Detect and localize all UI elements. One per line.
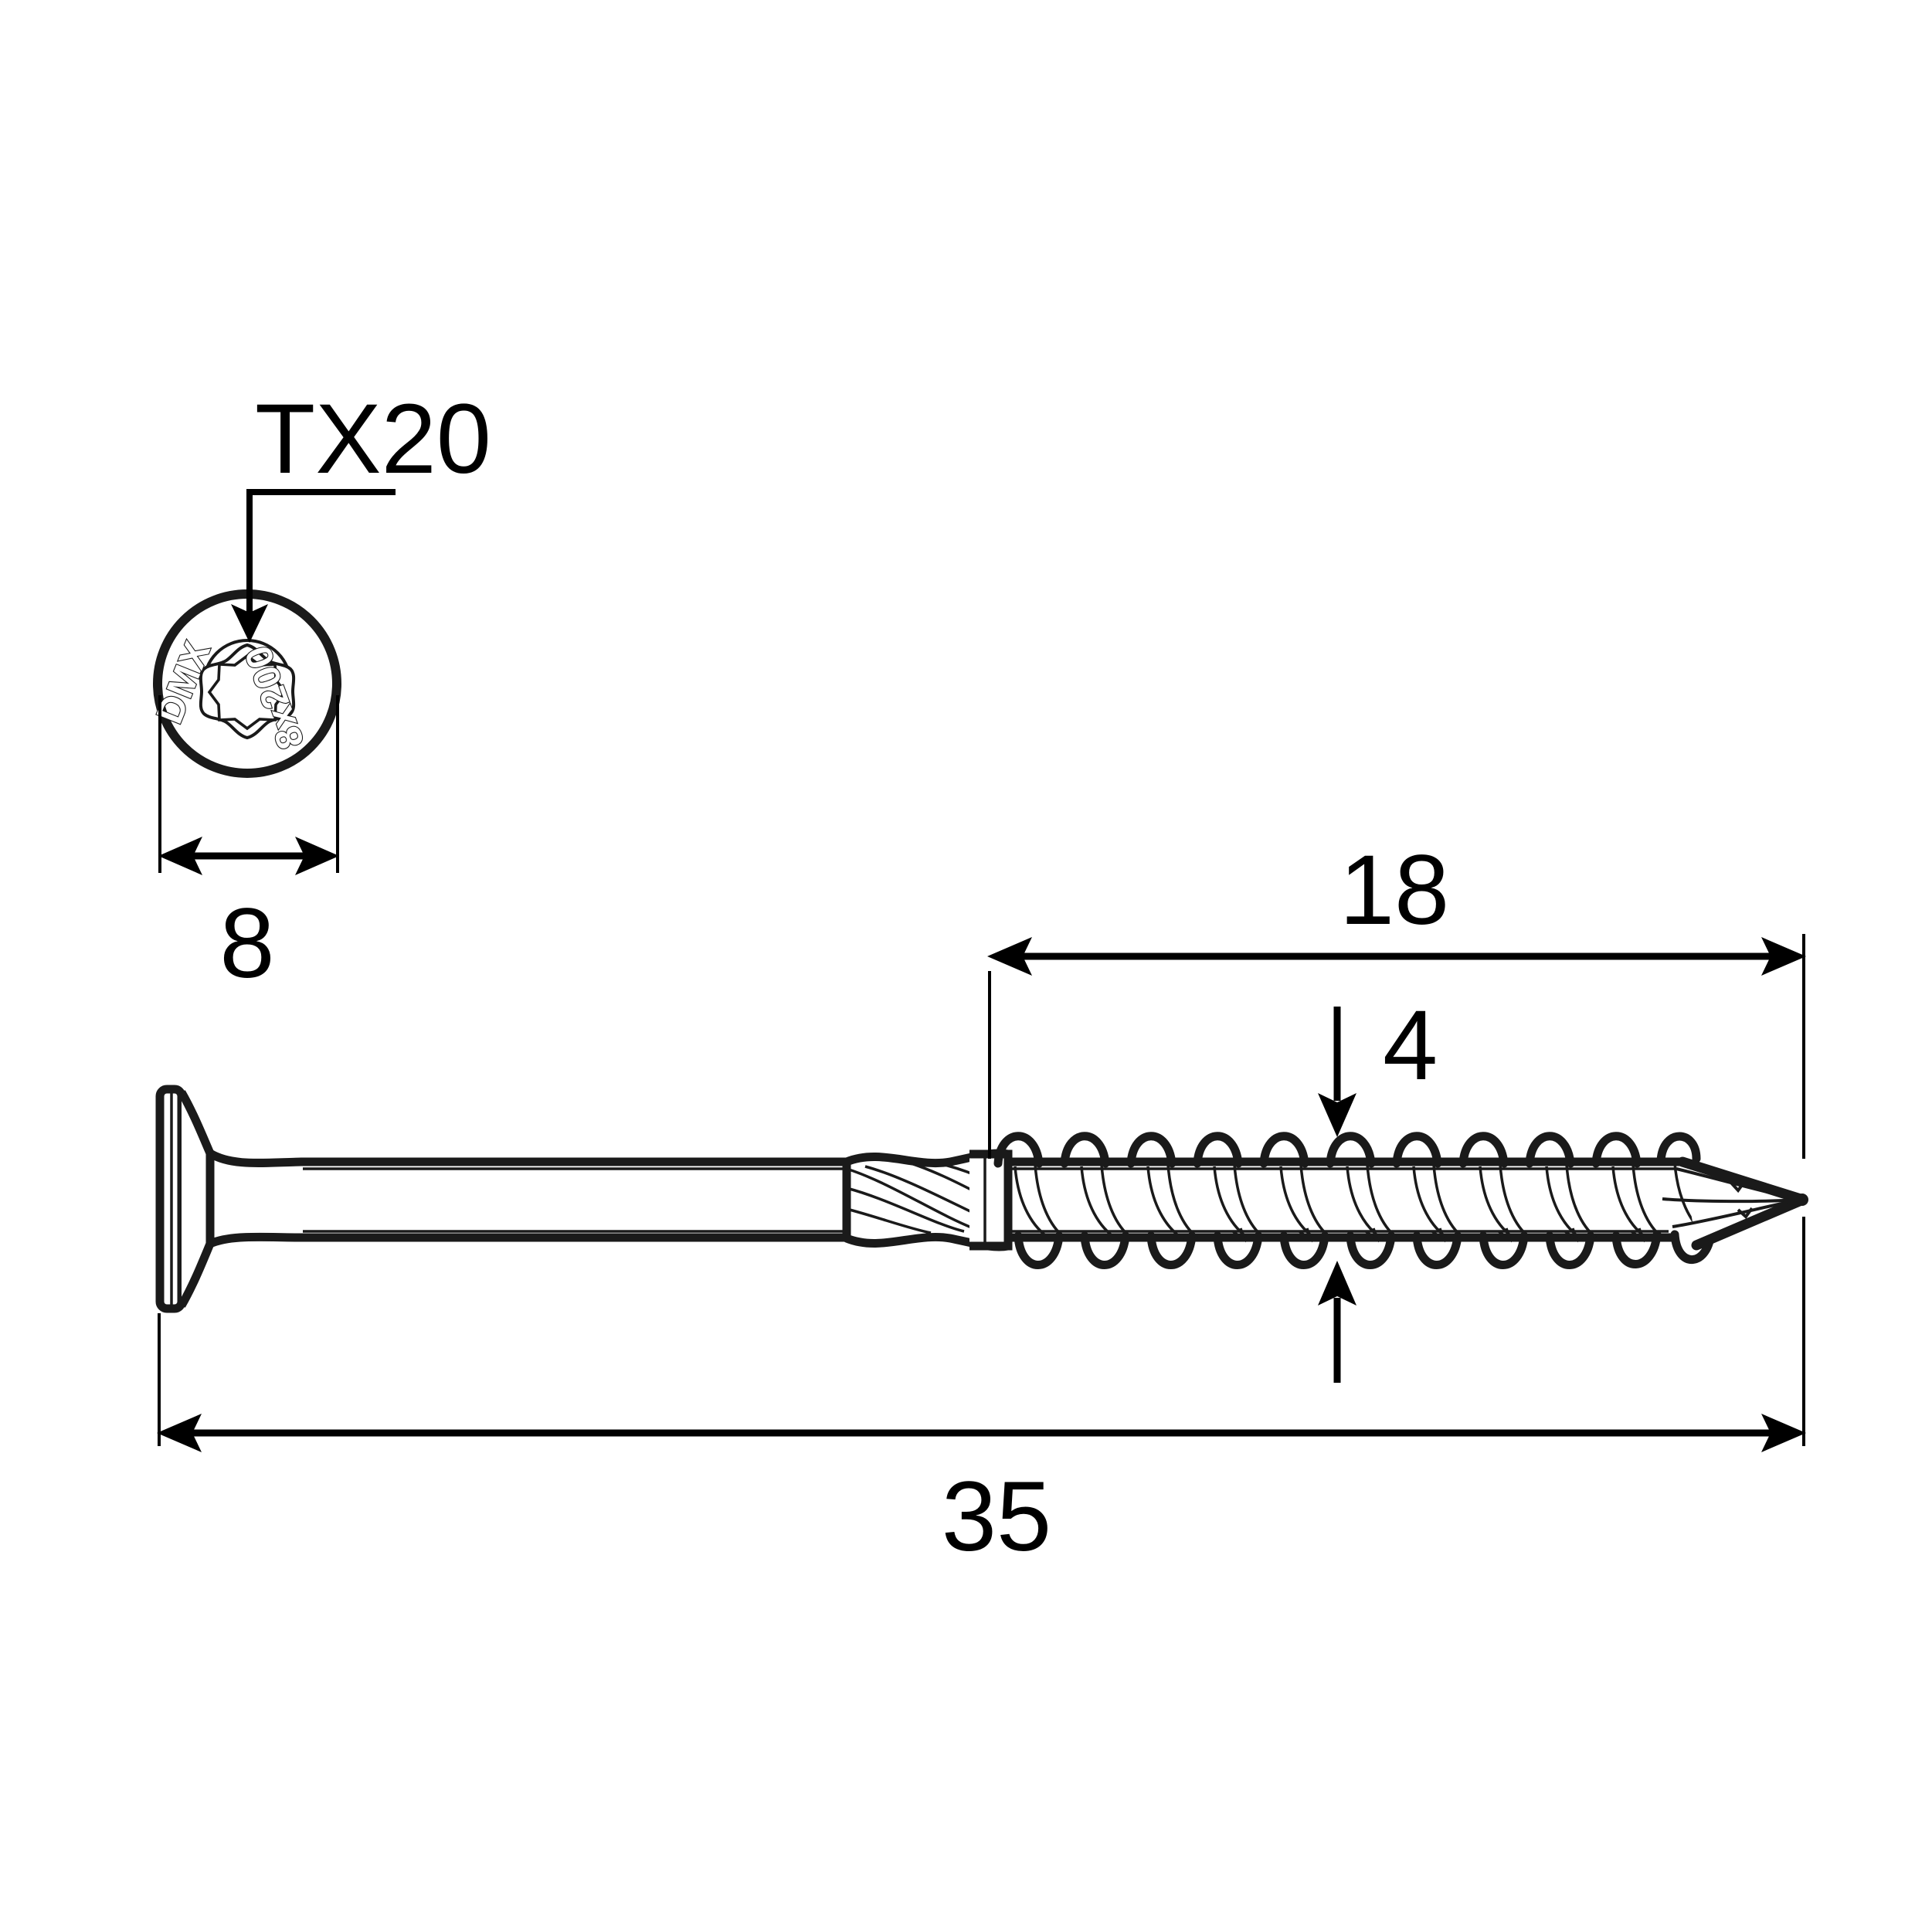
- head-cone-taper-bottom: [208, 1232, 309, 1248]
- thread-diameter-value: 4: [1383, 990, 1438, 1101]
- total-length-value: 35: [942, 1462, 1051, 1572]
- head-top-view: DMX 8x200: [148, 589, 341, 778]
- thread-crests-upper: [993, 1132, 1701, 1168]
- thread-length-arrow-right: [1761, 937, 1806, 976]
- thread-diameter-arrow-down: [1318, 1093, 1356, 1137]
- tx20-label: TX20: [255, 384, 491, 494]
- tx20-callout: TX20: [231, 384, 491, 643]
- dimension-head-diameter: 8: [158, 695, 339, 999]
- tx20-leader-arrowhead: [231, 604, 268, 643]
- tip-apex-point: [1796, 1193, 1808, 1206]
- thread-diameter-arrow-up: [1318, 1261, 1356, 1306]
- milling-rib-3: [846, 1207, 932, 1234]
- tip-inner-line-bottom: [1672, 1198, 1801, 1228]
- head-cone-taper-top: [208, 1149, 309, 1167]
- thread-tick-marks: [1231, 1227, 1645, 1243]
- milling-collar: [969, 1149, 1013, 1251]
- head-cone-upper: [178, 1090, 215, 1308]
- thread-length-value: 18: [1339, 835, 1449, 946]
- screw-shank: [301, 1157, 857, 1242]
- milling-rib-1: [846, 1167, 974, 1230]
- thread-length-arrow-left: [987, 937, 1032, 976]
- threaded-section: [993, 1132, 1716, 1269]
- torx-drive-icon: [199, 643, 296, 740]
- tip-notch-upper: [1729, 1180, 1746, 1193]
- head-dim-arrow-right: [295, 837, 339, 875]
- tip-notch-lower: [1737, 1207, 1754, 1219]
- screw-tip: [1662, 1156, 1808, 1251]
- milling-rib-2: [846, 1187, 965, 1233]
- milling-ribs-section: [842, 1149, 1013, 1251]
- screw-side-view: [155, 1085, 1808, 1313]
- dimension-total-length: 35: [157, 1217, 1806, 1572]
- screw-countersunk-head: [155, 1085, 309, 1313]
- tx20-leader-line: [246, 489, 396, 627]
- dimension-thread-diameter: 4: [1318, 990, 1438, 1383]
- head-dim-arrow-left: [158, 837, 202, 875]
- total-length-arrow-right: [1761, 1414, 1806, 1452]
- thread-flank-lines: [1014, 1163, 1706, 1241]
- dimension-thread-length: 18: [987, 835, 1806, 1159]
- head-diameter-value: 8: [219, 888, 274, 999]
- tip-inner-line-mid: [1662, 1197, 1801, 1204]
- total-length-arrow-left: [157, 1414, 202, 1452]
